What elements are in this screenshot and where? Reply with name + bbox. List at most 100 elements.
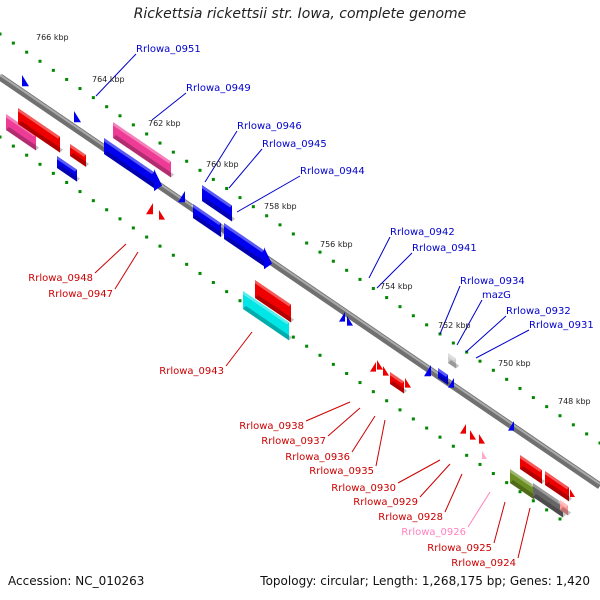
forward-leader-line xyxy=(456,299,483,346)
reverse-leader-line xyxy=(225,331,253,367)
accession-label: Accession: xyxy=(8,574,72,588)
reverse-leader-line xyxy=(517,507,531,559)
length-value: 1,268,175 bp; xyxy=(421,574,507,588)
accession-info: Accession: NC_010263 xyxy=(8,574,144,588)
forward-gene-label: Rrlowa_0945 xyxy=(262,139,327,150)
scale-tick-label: 766 kbp xyxy=(36,33,69,42)
gene-red-small-1 xyxy=(68,144,89,167)
gene-red-center xyxy=(253,280,294,323)
forward-leader-line xyxy=(439,285,461,335)
gene-tri-8 xyxy=(370,362,376,372)
length-label: Length: xyxy=(372,574,419,588)
accession-value: NC_010263 xyxy=(75,574,145,588)
forward-leader-line xyxy=(228,148,263,189)
forward-leader-line xyxy=(368,236,391,279)
reverse-gene-label: Rrlowa_0928 xyxy=(378,512,443,523)
reverse-leader-line xyxy=(444,473,463,513)
genome-backbone xyxy=(0,74,600,489)
gene-tri-4 xyxy=(159,210,165,220)
forward-gene-label: Rrlowa_0931 xyxy=(529,320,594,331)
forward-gene-label: Rrlowa_0942 xyxy=(390,227,455,238)
scale-tick-label: 752 kbp xyxy=(438,321,471,330)
outer-tick-track xyxy=(0,32,600,445)
gene-tri-7 xyxy=(347,316,353,326)
forward-gene-label: Rrlowa_0934 xyxy=(460,276,525,287)
gene-olive-right xyxy=(508,469,537,500)
reverse-leader-line xyxy=(114,251,139,290)
gene-tri-12 xyxy=(424,365,431,377)
scale-tick-label: 748 kbp xyxy=(558,397,591,406)
reverse-leader-line xyxy=(493,501,506,544)
gene-tri-11 xyxy=(405,378,411,388)
inner-tick-track xyxy=(0,135,562,521)
scale-tick-label: 764 kbp xyxy=(92,75,125,84)
gene-pink-mid xyxy=(111,122,174,178)
reverse-leader-line xyxy=(327,407,361,437)
forward-gene-label: Rrlowa_0946 xyxy=(237,121,302,132)
gene-gray-mazG xyxy=(446,353,459,369)
forward-gene-label: mazG xyxy=(482,290,511,301)
forward-gene-label: Rrlowa_0932 xyxy=(506,306,571,317)
reverse-gene-label: Rrlowa_0929 xyxy=(353,497,418,508)
gene-tri-6 xyxy=(339,312,345,322)
reverse-gene-label: Rrlowa_0925 xyxy=(427,543,492,554)
reverse-leader-line xyxy=(375,419,386,467)
reverse-gene-label: Rrlowa_0926 xyxy=(401,527,466,538)
reverse-gene-label: Rrlowa_0924 xyxy=(451,558,516,569)
genome-stats: Topology: circular; Length: 1,268,175 bp… xyxy=(260,574,590,588)
gene-red-right-2 xyxy=(543,471,572,502)
scale-tick-label: 760 kbp xyxy=(206,160,239,169)
gene-blue-mid-2 xyxy=(191,204,224,238)
topology-label: Topology: xyxy=(260,574,317,588)
gene-tri-5 xyxy=(178,191,185,203)
reverse-gene-label: Rrlowa_0943 xyxy=(159,366,224,377)
gene-tri-18 xyxy=(508,421,514,431)
map-title: Rickettsia rickettsii str. Iowa, complet… xyxy=(133,6,467,22)
gene-tri-16 xyxy=(479,434,485,444)
scale-tick-label: 754 kbp xyxy=(380,282,413,291)
gene-tri-10 xyxy=(383,366,389,376)
gene-tri-1 xyxy=(22,75,29,87)
genes xyxy=(4,75,575,518)
scale-tick-label: 756 kbp xyxy=(320,240,353,249)
tick-tracks xyxy=(0,32,600,521)
forward-leader-line xyxy=(236,175,301,213)
reverse-gene-label: Rrlowa_0948 xyxy=(28,273,93,284)
gene-tri-14 xyxy=(460,424,466,434)
reverse-leader-line xyxy=(467,491,491,528)
reverse-leader-line xyxy=(419,463,451,498)
scale-tick-label: 750 kbp xyxy=(498,359,531,368)
forward-gene-label: Rrlowa_0949 xyxy=(186,83,251,94)
scale-tick-label: 762 kbp xyxy=(148,119,181,128)
topology-value: circular; xyxy=(320,574,369,588)
forward-leader-line xyxy=(151,92,187,121)
genes-value: 1,420 xyxy=(555,574,590,588)
reverse-leader-line xyxy=(94,243,127,274)
gene-red-left xyxy=(16,108,63,153)
label-leaders xyxy=(94,53,531,559)
forward-leader-line xyxy=(95,53,137,97)
genes-label: Genes: xyxy=(509,574,552,588)
gene-pink-small-right xyxy=(558,500,571,516)
gene-red-right-1 xyxy=(518,455,545,484)
forward-gene-label: Rrlowa_0951 xyxy=(136,44,201,55)
reverse-gene-label: Rrlowa_0947 xyxy=(48,289,113,300)
reverse-gene-label: Rrlowa_0937 xyxy=(261,436,326,447)
gene-blue-mid-1 xyxy=(200,185,235,222)
forward-leader-line xyxy=(204,130,238,183)
reverse-leader-line xyxy=(397,459,441,484)
gene-blue-mid-3 xyxy=(222,223,272,270)
gene-blue-small-1 xyxy=(55,156,80,182)
forward-gene-label: Rrlowa_0941 xyxy=(412,243,477,254)
forward-gene-label: Rrlowa_0944 xyxy=(300,166,365,177)
reverse-leader-line xyxy=(351,415,376,453)
gene-tri-17 xyxy=(482,451,487,459)
gene-tri-13 xyxy=(448,378,454,388)
reverse-gene-label: Rrlowa_0936 xyxy=(285,452,350,463)
forward-leader-line xyxy=(475,329,530,359)
gene-gray-right xyxy=(531,483,566,518)
gene-tri-9 xyxy=(377,360,383,370)
gene-blue-cluster-1 xyxy=(436,368,451,385)
